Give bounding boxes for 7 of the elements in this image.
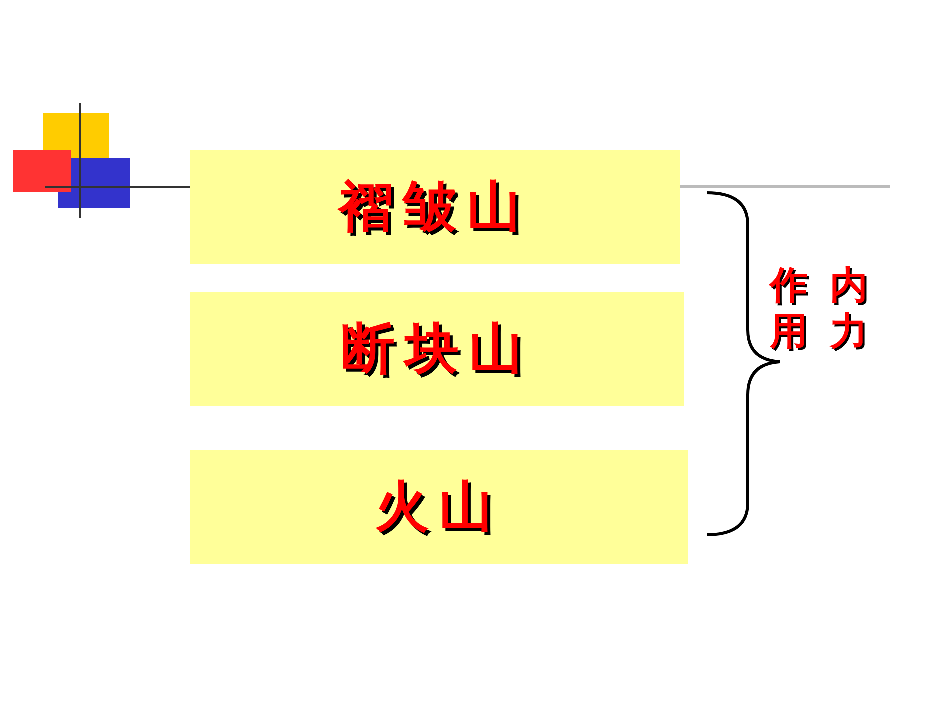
box-title: 褶皱山	[339, 174, 531, 240]
vertical-label: 内力作用	[768, 262, 868, 355]
box-title: 断块山	[341, 316, 533, 382]
text-box	[190, 150, 680, 264]
text-box	[190, 292, 684, 406]
text-box	[190, 450, 688, 564]
box-title: 火山	[375, 474, 503, 540]
